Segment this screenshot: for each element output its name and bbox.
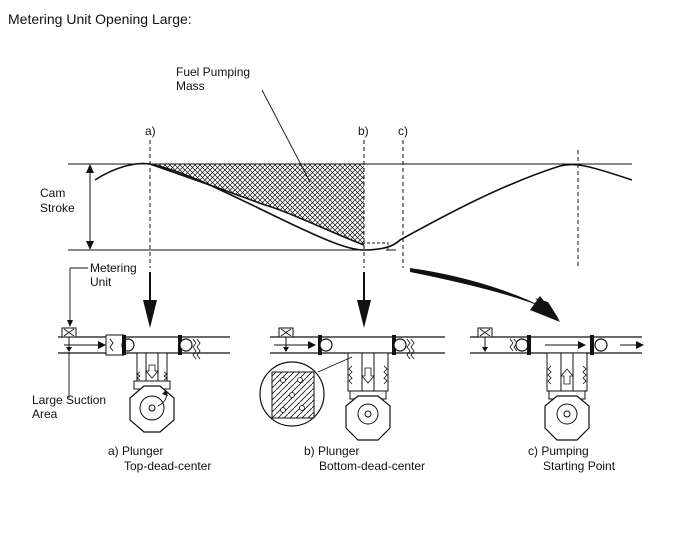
stage-captions: a) Plunger Top-dead-center b) Plunger Bo… (108, 444, 616, 473)
check-ball-outlet-b (393, 338, 407, 352)
stage-a-caption: a) Plunger (108, 444, 163, 458)
fuel-pumping-mass-leader (261, 89, 311, 183)
diagram-title: Metering Unit Opening Large: (8, 11, 192, 27)
cam-stroke-label: Cam (40, 186, 65, 200)
marker-label-c: c) (398, 124, 408, 138)
check-ball-inlet-c (515, 338, 529, 352)
cam-curve (94, 162, 633, 251)
svg-text:Stroke: Stroke (40, 201, 75, 215)
marker-label-a: a) (145, 124, 156, 138)
marker-label-b: b) (358, 124, 369, 138)
assembly-a (58, 327, 230, 433)
svg-text:Area: Area (32, 407, 58, 421)
transition-arrows (143, 268, 560, 328)
assembly-c (470, 327, 644, 441)
metering-unit-label: Metering (90, 261, 137, 275)
svg-text:Mass: Mass (176, 79, 205, 93)
svg-text:Starting Point: Starting Point (543, 459, 616, 473)
arrow-down-b (357, 300, 371, 328)
fuel-pumping-mass-area (150, 164, 364, 245)
assembly-b (259, 327, 445, 441)
cam-curve-upper (149, 163, 365, 246)
svg-text:Unit: Unit (90, 275, 112, 289)
svg-text:Bottom-dead-center: Bottom-dead-center (319, 459, 425, 473)
stage-b-caption: b) Plunger (304, 444, 359, 458)
large-suction-area-label: Large Suction (32, 393, 106, 407)
check-ball-outlet-c (594, 338, 608, 352)
stage-c-caption: c) Pumping (528, 444, 589, 458)
svg-text:Top-dead-center: Top-dead-center (124, 459, 211, 473)
check-ball-outlet-a (179, 338, 193, 352)
check-ball-inlet-b (319, 338, 333, 352)
arrow-down-a (143, 300, 157, 328)
fuel-pumping-mass-label: Fuel Pumping (176, 65, 250, 79)
cam-stroke-graph: a) b) c) Cam Stroke Fuel Pumping Mass (40, 65, 633, 268)
arrow-curve-c (410, 268, 545, 308)
